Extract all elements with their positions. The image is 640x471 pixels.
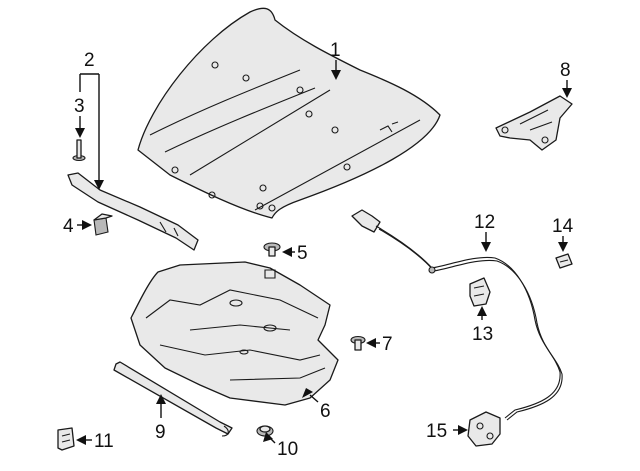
hood-latch bbox=[467, 411, 501, 447]
callout-9: 9 bbox=[155, 422, 166, 443]
hood-support-rod bbox=[67, 172, 199, 251]
cable-clip bbox=[469, 277, 491, 307]
grommet bbox=[256, 425, 274, 437]
callout-7: 7 bbox=[382, 334, 393, 355]
callout-2: 2 bbox=[84, 50, 95, 71]
callout-10: 10 bbox=[277, 439, 298, 460]
callout-4: 4 bbox=[63, 216, 74, 237]
callout-14: 14 bbox=[552, 216, 574, 237]
hood-panel bbox=[137, 7, 441, 219]
callout-8: 8 bbox=[560, 60, 571, 81]
callout-5: 5 bbox=[297, 243, 308, 264]
release-cable bbox=[351, 209, 563, 421]
callout-3: 3 bbox=[74, 96, 85, 117]
callout-labels: 1 2 3 4 5 6 7 8 9 10 11 12 13 14 15 bbox=[63, 40, 574, 460]
insulator-clip bbox=[350, 335, 366, 351]
small-clip bbox=[555, 253, 573, 269]
callout-12: 12 bbox=[474, 212, 495, 233]
hood-prop-rod bbox=[113, 361, 233, 437]
callout-1: 1 bbox=[330, 40, 341, 61]
hood-hinge bbox=[495, 95, 573, 151]
callout-6: 6 bbox=[320, 401, 331, 422]
callout-15: 15 bbox=[426, 421, 447, 442]
hood-insulator bbox=[130, 261, 339, 406]
bracket-clip bbox=[57, 427, 75, 451]
leader-lines bbox=[75, 60, 572, 445]
callout-13: 13 bbox=[472, 324, 493, 345]
retainer-clip bbox=[263, 242, 281, 257]
callout-11: 11 bbox=[94, 431, 114, 452]
hood-bumper bbox=[93, 213, 113, 236]
pin-fastener bbox=[72, 139, 86, 162]
